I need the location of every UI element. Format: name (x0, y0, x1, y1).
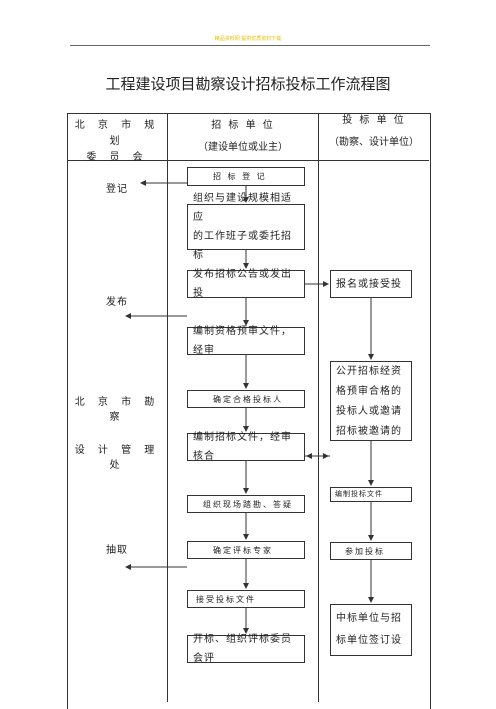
step-prequalification-docs: 编制资格预审文件，经审 (187, 326, 305, 356)
step-sign-contract: 中标单位与招 标单位签订设 (330, 604, 412, 656)
step-tender-documents: 编制招标文件，经审核合 (187, 432, 305, 462)
page-title: 工程建设项目勘察设计招标投标工作流程图 (105, 75, 391, 93)
register-label: 登记 (106, 184, 128, 195)
step-receive-bids: 接受投标文件 (187, 590, 305, 608)
publish-label: 发布 (106, 297, 128, 308)
step-register-or-accept: 报名或接受投 (330, 270, 412, 298)
step-prepare-bid-documents: 编制投标文件 (330, 487, 412, 502)
header-row-divider (67, 160, 429, 161)
step-publish-tender-notice: 发布招标公告或发出投 (187, 269, 305, 299)
step-confirm-qualified-bidders: 确定合格投标人 (187, 390, 305, 408)
flowchart-frame (67, 113, 431, 709)
header-divider (70, 45, 430, 46)
step-confirm-experts: 确定评标专家 (187, 541, 305, 559)
survey-design-management-office: 北 京 市 勘 察 设 计 管 理 处 (74, 397, 160, 471)
extract-label: 抽取 (106, 545, 128, 556)
column-header-bidder: 投 标 单 位 （勘察、设计单位） (329, 115, 419, 148)
column-divider-right (318, 113, 319, 702)
column-header-tenderer: 招 标 单 位 （建设单位或业主） (198, 120, 288, 153)
column-header-planning-commission: 北 京 市 规 划 委 员 会 (74, 120, 160, 163)
header-link[interactable]: 精品资料网 提供优质资料下载 (214, 36, 282, 42)
step-qualified-or-invited-bidders: 公开招标经资 格预审合格的 投标人或邀请 招标被邀请的 (330, 361, 412, 441)
column-divider-left (167, 113, 168, 702)
step-site-visit: 组织现场踏勘、答疑 (187, 495, 305, 513)
step-organize-working-team: 组织与建设规模相适应 的工作班子或委托招标 (187, 193, 305, 261)
step-bid-opening-evaluation: 开标、组织评标委员会评 (187, 634, 305, 664)
step-participate-bidding: 参加投标 (330, 542, 412, 560)
step-tender-registration: 招 标 登 记 (187, 167, 305, 186)
